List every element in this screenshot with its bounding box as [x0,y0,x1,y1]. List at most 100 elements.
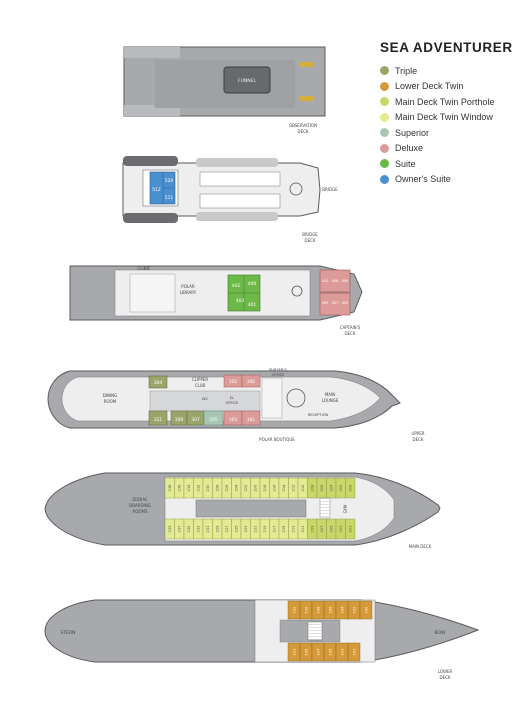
cabin-number: 212 [292,485,296,492]
cabin-number: 231 [206,526,210,533]
cabin-number: 103 [340,649,344,656]
cabin-511: 511 [165,195,174,201]
clinic-label: CLINIC [137,266,150,271]
legend-label: Lower Deck Twin [395,81,464,92]
cabin-number: 200 [349,484,353,492]
cabin-number: 221 [254,526,258,533]
cabin-405: 405 [342,301,349,305]
cabin-number: 208 [311,484,315,492]
cabin-number: 209 [311,525,315,533]
legend-title: SEA ADVENTURER [380,40,513,55]
cabin-number: 219 [263,525,267,533]
polar-library-label-2: LIBRARY [180,290,197,295]
cabin-number: 229 [216,525,220,533]
legend-swatch [380,174,389,184]
bow-label: BOW [435,630,447,636]
cabin-400: 400 [248,281,257,287]
cabin-407: 407 [332,301,339,305]
pursers-office-label-1: PURSER'S [269,368,287,372]
cabin-number: 206 [320,484,324,492]
cabin-307: 307 [191,417,200,423]
main-lounge-label-1: MAIN [325,392,335,397]
legend-label: Main Deck Twin Porthole [395,96,495,107]
cabin-number: 210 [301,484,305,492]
el-office-label-1: EL [230,396,234,400]
cabin-number: 207 [320,526,324,533]
bridge-label: BRIDGE [322,187,338,192]
gym-label: GYM [343,504,348,513]
cabin-number: 101 [352,649,356,656]
cabin-number: 215 [282,526,286,533]
captains-deck-label-2: DECK [344,331,355,336]
cabin-number: 112 [292,607,296,614]
cabin-409: 409 [322,301,330,305]
cabin-301: 301 [247,417,256,423]
dining-room-label-1: DINING [103,393,118,398]
cabin-number: 102 [352,607,356,614]
cabin-201 [345,518,356,540]
cabin-512: 512 [152,187,161,193]
cabin-403: 403 [236,298,245,304]
cabin-305: 305 [209,417,218,423]
legend-label: Suite [395,158,416,169]
cabin-number: 216 [273,484,277,492]
upper-deck-label-1: UPPER [411,431,424,436]
legend-swatch [380,159,389,169]
legend-item: Lower Deck Twin [380,79,513,95]
bridge-deck: 520 512 511 BRIDGE BRIDGE DECK [122,156,338,243]
cabin-number: 224 [235,484,239,492]
cabin-number: 204 [330,484,334,492]
cabin-number: 235 [187,526,191,533]
cabin-number: 220 [254,484,258,492]
cabin-number: 234 [187,484,191,492]
cabin-number: 109 [304,648,308,656]
cabin-number: 232 [197,485,201,492]
cabin-number: 211 [301,526,305,533]
cabin-number: 105 [328,649,332,656]
el-office-label-2: OFFICE [226,401,240,405]
cabin-number: 205 [330,526,334,533]
cabin-406: 406 [342,279,350,283]
funnel-label: FUNNEL [238,78,256,84]
legend-item: Deluxe [380,141,513,157]
legend-label: Triple [395,65,418,76]
cabin-number: 230 [206,484,210,492]
cabin-number: 100 [364,606,368,614]
upper-deck-label-2: DECK [412,437,423,442]
cabin-300: 300 [247,379,256,385]
cabin-number: 238 [168,484,172,492]
cabin-number: 111 [292,649,296,656]
legend-item: Suite [380,156,513,172]
cabin-number: 217 [273,526,277,533]
cabin-401: 401 [248,302,257,308]
cabin-number: 233 [197,526,201,533]
polar-boutique-label: POLAR BOUTIQUE [259,437,295,442]
cabin-number: 218 [263,484,267,492]
cabin-number: 201 [349,526,353,533]
legend-item: Main Deck Twin Porthole [380,94,513,110]
cabin-number: 202 [339,485,343,492]
legend-item: Triple [380,63,513,79]
clipper-club-label-2: CLUB [195,383,206,388]
legend-item: Owner's Suite [380,172,513,188]
cabin-number: 239 [168,525,172,533]
cabin-number: 226 [225,484,229,492]
legend-swatch [380,128,389,138]
cabin-402: 402 [232,283,241,289]
cabin-number: 110 [304,606,308,614]
cabin-101 [347,642,361,662]
lower-deck-bottom-cabins: 111 109 107 105 103 101 [287,642,361,662]
legend-label: Deluxe [395,143,424,154]
cabin-520: 520 [165,178,174,184]
clipper-club-label-1: CLIPPER [192,377,209,382]
legend-item: Main Deck Twin Window [380,110,513,126]
cabin-number: 107 [316,649,320,656]
cabin-number: 222 [244,485,248,492]
legend-swatch [380,66,389,76]
